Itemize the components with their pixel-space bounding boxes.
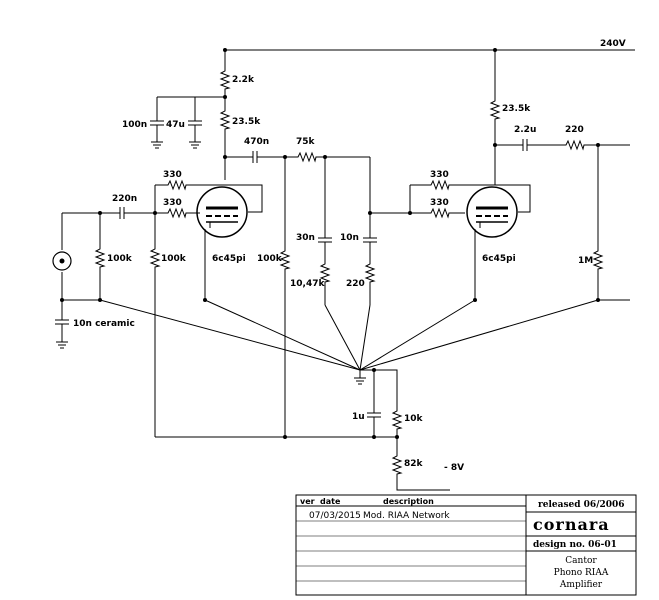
col-description: description — [383, 497, 434, 506]
label-2u2: 2.2u — [514, 125, 536, 135]
resistor-23k5-right — [490, 94, 500, 126]
col-date: date — [320, 497, 341, 506]
label-330-b: 330 — [163, 198, 182, 208]
capacitor-220n — [111, 206, 133, 220]
label-neg8v: - 8V — [444, 463, 464, 473]
label-23k5-left: 23.5k — [232, 117, 261, 127]
revision-description: Mod. RIAA Network — [363, 511, 450, 521]
capacitor-10n-ceramic — [54, 311, 70, 333]
resistor-1M — [593, 244, 603, 276]
label-10k47: 10,47k — [290, 279, 325, 289]
revision-date: 07/03/2015 — [309, 511, 361, 521]
tube-left-icon — [195, 185, 249, 239]
title-block: ver date description 07/03/2015 Mod. RIA… — [295, 494, 637, 596]
resistor-75k — [291, 152, 323, 162]
capacitor-47u — [187, 112, 203, 134]
label-23k5-right: 23.5k — [502, 104, 531, 114]
resistor-100k-grid — [150, 242, 160, 274]
capacitor-100n — [149, 112, 165, 134]
input-jack-icon — [52, 251, 72, 271]
label-220-riaa: 220 — [346, 279, 365, 289]
label-220-out: 220 — [565, 125, 584, 135]
label-75k: 75k — [296, 137, 316, 147]
design-number: design no. 06-01 — [533, 540, 617, 550]
ground-icon — [353, 377, 367, 385]
capacitor-10n — [362, 229, 378, 251]
ground-icon — [150, 141, 164, 149]
component-labels: 240V - 8V 2.2k 23.5k 100n 47u 470n 75k 3… — [73, 39, 626, 473]
label-330-d: 330 — [430, 198, 449, 208]
col-ver: ver — [300, 497, 315, 506]
capacitor-470n — [244, 150, 266, 164]
title-line-1: Cantor — [565, 556, 597, 566]
title-line-2: Phono RIAA — [554, 568, 609, 578]
resistor-330-a — [161, 180, 193, 190]
resistor-100k-mid — [280, 244, 290, 276]
resistor-10k — [392, 404, 402, 436]
ground-icon — [55, 341, 69, 349]
ground-icon — [188, 141, 202, 149]
label-47u: 47u — [166, 120, 185, 130]
label-1u: 1u — [352, 412, 365, 422]
label-100k-input: 100k — [107, 254, 133, 264]
wires — [61, 49, 635, 491]
label-470n: 470n — [244, 137, 269, 147]
junction-dots — [60, 48, 600, 439]
label-10k: 10k — [404, 414, 424, 424]
label-tube-right: 6c45pi — [482, 254, 516, 264]
resistor-330-b — [161, 208, 193, 218]
resistor-330-d — [424, 208, 456, 218]
released: released 06/2006 — [538, 500, 625, 510]
resistor-100k-input — [95, 242, 105, 274]
label-100n: 100n — [122, 120, 147, 130]
resistor-220-out — [559, 140, 591, 150]
resistor-23k5-left — [220, 104, 230, 136]
capacitor-30n — [317, 229, 333, 251]
label-1M: 1M — [578, 256, 593, 266]
capacitor-1u — [366, 404, 382, 426]
label-2k2: 2.2k — [232, 75, 255, 85]
label-100k-grid: 100k — [161, 254, 187, 264]
label-10n: 10n — [340, 233, 359, 243]
resistor-2k2 — [220, 64, 230, 96]
label-330-c: 330 — [430, 170, 449, 180]
label-82k: 82k — [404, 459, 424, 469]
label-tube-left: 6c45pi — [212, 254, 246, 264]
resistor-330-c — [424, 180, 456, 190]
title-line-3: Amplifier — [559, 580, 603, 590]
label-100k-mid: 100k — [257, 254, 283, 264]
company-logo: cornara — [533, 515, 610, 534]
label-30n: 30n — [296, 233, 315, 243]
resistor-82k — [392, 449, 402, 481]
tube-right-icon — [465, 185, 519, 239]
label-240v: 240V — [600, 39, 626, 49]
resistor-220-riaa — [365, 257, 375, 289]
label-330-a: 330 — [163, 170, 182, 180]
capacitor-2u2 — [514, 138, 536, 152]
label-220n: 220n — [112, 194, 137, 204]
label-10n-ceramic: 10n ceramic — [73, 319, 135, 329]
